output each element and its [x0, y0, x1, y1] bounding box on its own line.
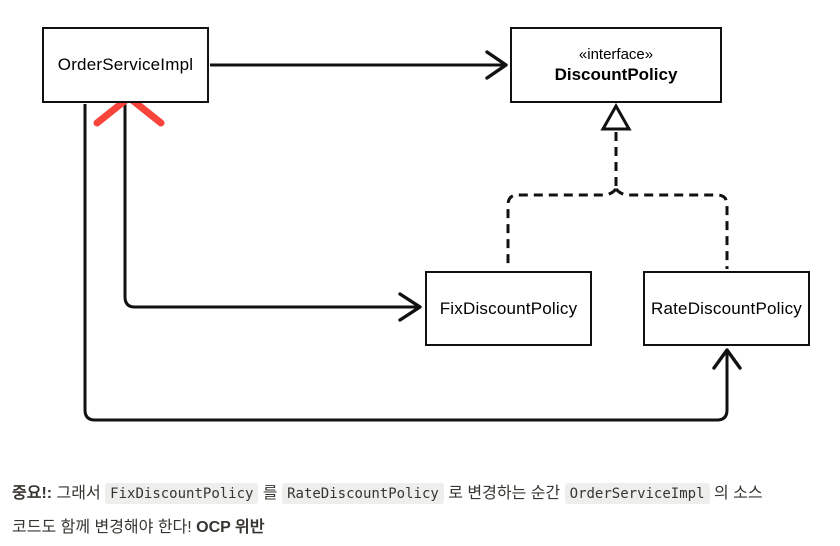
class-label: FixDiscountPolicy [439, 298, 578, 318]
edge-realization [506, 102, 729, 269]
note-text: 그래서 [52, 485, 106, 502]
note-ocp-violation-label: OCP 위반 [196, 519, 265, 536]
edge-order-to-interface [210, 50, 508, 80]
realization-triangle [600, 102, 632, 131]
inline-code-fix-discount-policy: FixDiscountPolicy [105, 483, 259, 504]
note-text: 의 소스 [709, 485, 763, 502]
class-label: RateDiscountPolicy [651, 298, 802, 318]
inline-code-order-service-impl: OrderServiceImpl [564, 483, 710, 504]
note-text: 코드도 함께 변경해야 한다! [12, 519, 197, 536]
class-label: OrderServiceImpl [57, 55, 194, 74]
edge-order-to-rate [83, 104, 742, 422]
class-box-discount-policy-interface: «interface» DiscountPolicy [510, 27, 722, 103]
class-box-order-service-impl: OrderServiceImpl [42, 27, 209, 103]
class-box-rate-discount-policy: RateDiscountPolicy [643, 271, 810, 346]
stereotype-label: «interface» [578, 45, 654, 63]
class-label: DiscountPolicy [554, 64, 678, 84]
inline-code-rate-discount-policy: RateDiscountPolicy [282, 483, 444, 504]
annotation-note: 중요!: 그래서 FixDiscountPolicy 를 RateDiscoun… [12, 477, 836, 545]
edge-order-to-fix [123, 104, 422, 322]
note-important-label: 중요!: [12, 485, 53, 502]
class-box-fix-discount-policy: FixDiscountPolicy [425, 271, 592, 346]
note-line-1: 중요!: 그래서 FixDiscountPolicy 를 RateDiscoun… [12, 477, 836, 511]
note-line-2: 코드도 함께 변경해야 한다! OCP 위반 [12, 511, 836, 545]
note-text: 로 변경하는 순간 [443, 485, 565, 502]
note-text: 를 [258, 485, 283, 502]
